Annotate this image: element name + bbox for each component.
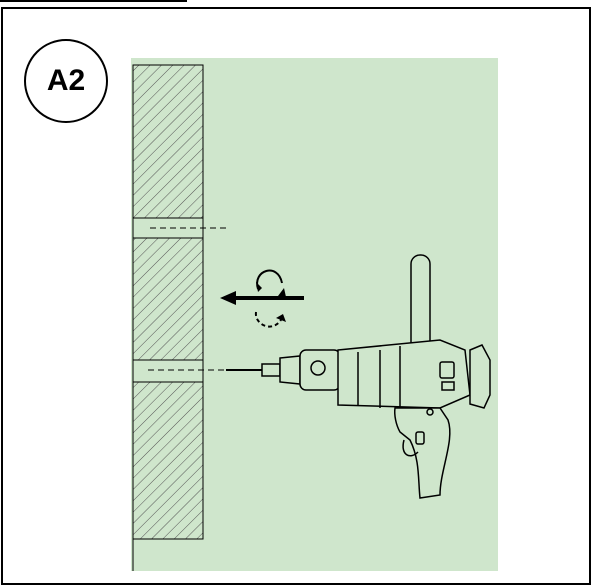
dashed-guides <box>148 227 230 371</box>
wall <box>132 64 204 571</box>
figure-label: A2 <box>46 64 86 97</box>
top-rule <box>0 0 187 2</box>
figure-frame <box>1 7 591 585</box>
drill-icon <box>226 254 491 499</box>
figure-label-badge: A2 <box>24 39 108 123</box>
left-arrow-icon <box>220 291 304 305</box>
rotation-arrow-icon <box>254 269 286 328</box>
